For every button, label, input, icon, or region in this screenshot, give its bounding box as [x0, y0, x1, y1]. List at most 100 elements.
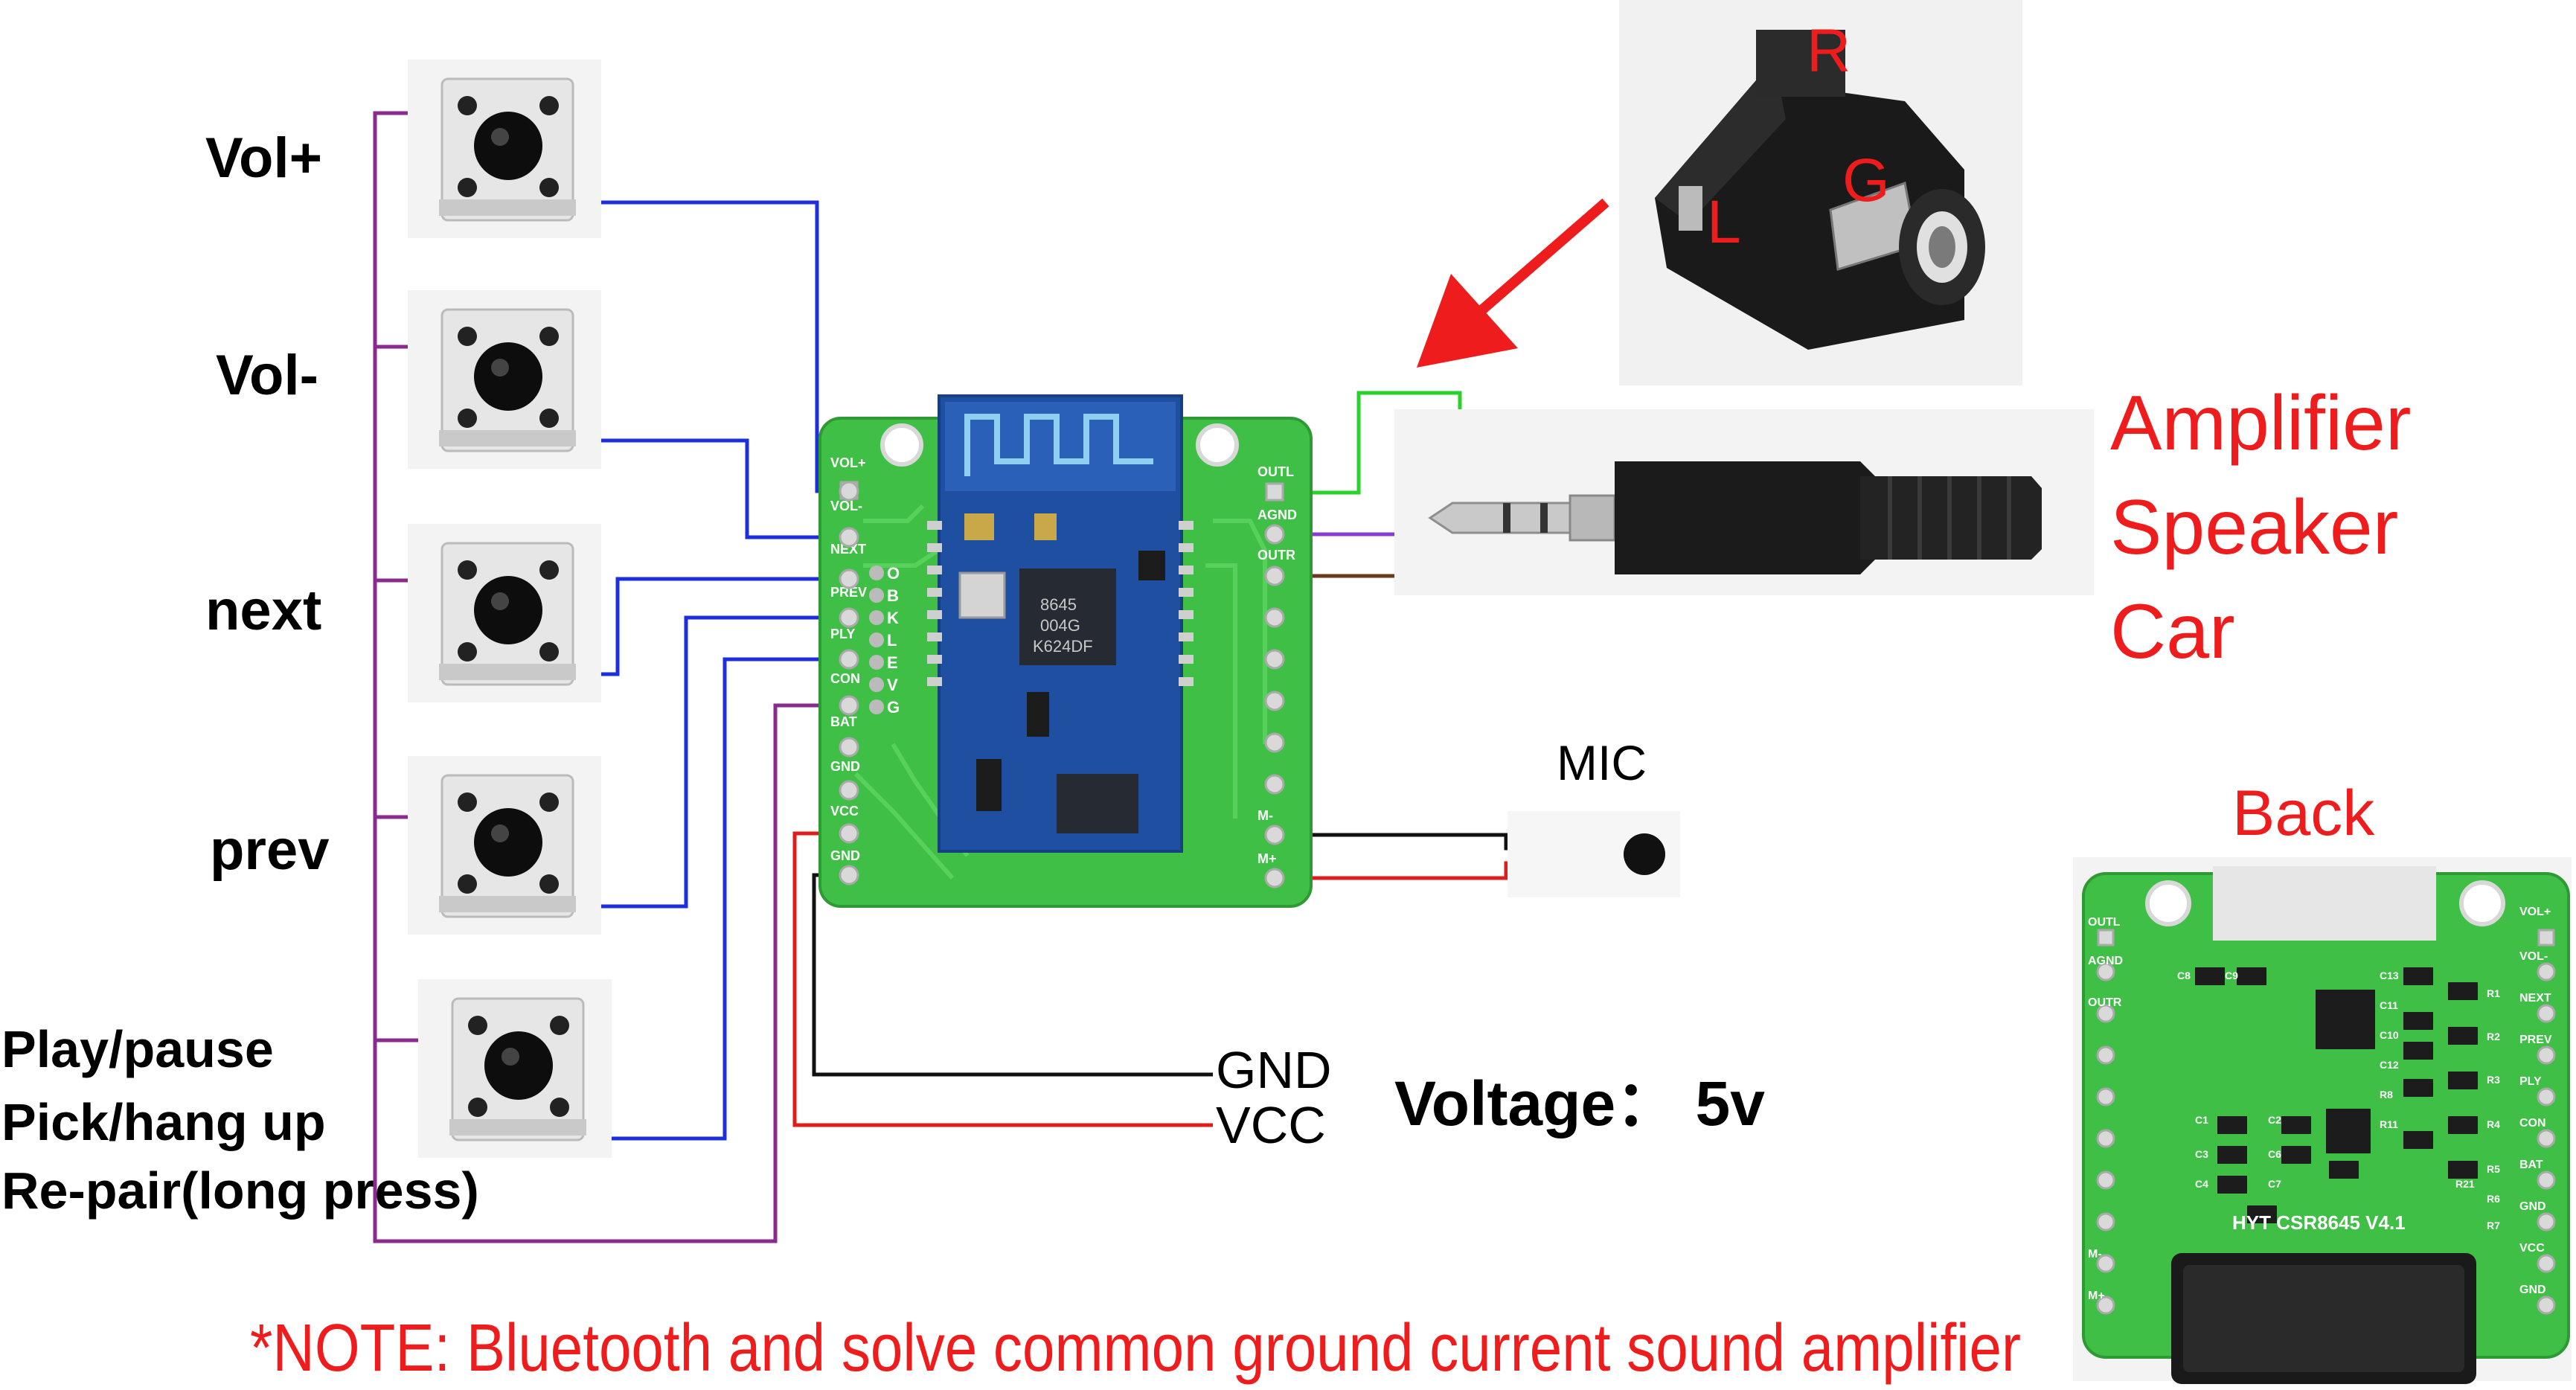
mount-hole	[1196, 423, 1239, 467]
svg-text:Speaker: Speaker	[2110, 484, 2398, 571]
svg-text:R8: R8	[2380, 1089, 2393, 1101]
jack-label-g: G	[1842, 147, 1890, 214]
crystal	[958, 571, 1006, 619]
button-wires	[571, 200, 847, 1141]
svg-text:K: K	[887, 609, 899, 627]
vcc-label: VCC	[1216, 1096, 1326, 1154]
button-vol-up	[408, 60, 601, 238]
svg-text:O: O	[887, 564, 900, 583]
svg-text:R21: R21	[2455, 1178, 2475, 1190]
repair-label: Re-pair(long press)	[1, 1162, 479, 1220]
svg-text:VCC: VCC	[2519, 1242, 2545, 1255]
svg-text:PREV: PREV	[2519, 1034, 2552, 1046]
left-pin-header: VOL+ VOL- NEXT PREV PLY CON BAT GND VCC …	[830, 455, 867, 885]
microphone	[1508, 811, 1680, 897]
svg-text:V: V	[887, 676, 898, 694]
svg-text:GND: GND	[2519, 1200, 2546, 1213]
svg-text:K624DF: K624DF	[1033, 637, 1093, 656]
side-letters: O B K L E V G	[869, 564, 900, 717]
note-text: *NOTE: Bluetooth and solve common ground…	[250, 1311, 2021, 1386]
svg-text:C8: C8	[2177, 970, 2191, 981]
svg-text:OUTR: OUTR	[2088, 996, 2122, 1009]
svg-text:004G: 004G	[1040, 616, 1080, 635]
pin-label: VOL-	[830, 499, 862, 513]
svg-text:C7: C7	[2268, 1178, 2281, 1190]
svg-text:C10: C10	[2380, 1029, 2399, 1041]
svg-text:8645: 8645	[1040, 595, 1077, 614]
svg-text:OUTL: OUTL	[2088, 916, 2121, 929]
svg-text:VOL+: VOL+	[2519, 906, 2551, 918]
bluetooth-board: 8645 004G K624DF VOL+ VOL- NEXT PREV	[818, 394, 1313, 908]
button-next	[408, 524, 601, 702]
pcb-traces	[853, 504, 1267, 880]
svg-text:C9: C9	[2225, 970, 2238, 981]
pin-label: M+	[1257, 851, 1277, 866]
pin-label: BAT	[830, 714, 857, 729]
back-pin-labels-right: VOL+ VOL- NEXT PREV PLY CON BAT GND VCC …	[2519, 906, 2552, 1296]
svg-text:R5: R5	[2487, 1163, 2500, 1175]
vol-down-label: Vol-	[216, 344, 318, 407]
pin-label: VCC	[830, 804, 859, 819]
gnd-label: GND	[1216, 1041, 1332, 1099]
button-prev	[408, 756, 601, 935]
pin-label: GND	[830, 759, 860, 774]
svg-text:PLY: PLY	[2519, 1075, 2542, 1088]
svg-text:C1: C1	[2195, 1114, 2208, 1126]
svg-text:Car: Car	[2110, 589, 2235, 675]
svg-text:G: G	[887, 698, 900, 717]
svg-text:R6: R6	[2487, 1193, 2500, 1205]
svg-text:NEXT: NEXT	[2519, 992, 2551, 1005]
back-title: Back	[2232, 778, 2375, 849]
pin-label: OUTL	[1257, 464, 1294, 479]
voltage-label: Voltage： 5v	[1394, 1069, 1765, 1138]
svg-text:C6: C6	[2268, 1148, 2281, 1160]
button-vol-down	[408, 290, 601, 469]
audio-plug	[1394, 409, 2094, 595]
back-silkscreen: HYT CSR8645 V4.1	[2232, 1211, 2406, 1234]
mic-label: MIC	[1557, 735, 1647, 790]
pin-label: VOL+	[830, 455, 866, 470]
svg-text:C13: C13	[2380, 970, 2399, 981]
back-pin-labels-left: OUTL AGND OUTR M- M+	[2088, 916, 2123, 1302]
shield-pad	[1034, 513, 1057, 540]
svg-text:E: E	[887, 653, 898, 672]
svg-text:C3: C3	[2195, 1148, 2208, 1160]
smd-part	[976, 759, 1002, 811]
svg-text:L: L	[887, 631, 897, 650]
svg-text:C2: C2	[2268, 1114, 2281, 1126]
pin-label: PLY	[830, 627, 855, 641]
play-pause-label: Play/pause	[1, 1020, 274, 1078]
antenna-trace	[964, 414, 1153, 476]
pin-label: AGND	[1257, 507, 1297, 522]
svg-text:VOL-: VOL-	[2519, 950, 2548, 963]
pin-label: NEXT	[830, 542, 866, 557]
svg-text:R2: R2	[2487, 1031, 2500, 1042]
mount-hole	[880, 423, 923, 467]
svg-text:R7: R7	[2487, 1220, 2500, 1232]
pin-label: M-	[1257, 808, 1273, 823]
power-labels: GND VCC	[1216, 1041, 1332, 1154]
red-arrow	[1417, 198, 1609, 368]
pin-label: PREV	[830, 585, 867, 600]
jack-label-r: R	[1807, 17, 1851, 85]
pin-label: GND	[830, 848, 860, 863]
flash-chip	[1057, 774, 1138, 833]
svg-text:C11: C11	[2380, 999, 2398, 1011]
svg-text:M-: M-	[2088, 1248, 2102, 1261]
output-label: Amplifier Speaker Car	[2110, 380, 2412, 675]
tactile-buttons	[408, 60, 612, 1158]
svg-text:M+: M+	[2088, 1290, 2105, 1302]
svg-text:C12: C12	[2380, 1059, 2399, 1071]
main-chip: 8645 004G K624DF	[1019, 569, 1116, 665]
pin-label: OUTR	[1257, 548, 1295, 563]
svg-text:B: B	[887, 586, 899, 605]
svg-text:AGND: AGND	[2088, 955, 2123, 967]
svg-text:CON: CON	[2519, 1117, 2546, 1130]
svg-text:BAT: BAT	[2519, 1159, 2543, 1171]
back-board: HYT CSR8645 V4.1 OUTL AGND OUTR M- M+ VO…	[2073, 857, 2572, 1384]
svg-text:R3: R3	[2487, 1074, 2500, 1086]
jack-photo: R G L	[1619, 0, 2022, 385]
right-pin-header: OUTL AGND OUTR M- M+	[1257, 464, 1297, 888]
button-labels: Vol+ Vol- next prev Play/pause Pick/hang…	[1, 126, 479, 1220]
